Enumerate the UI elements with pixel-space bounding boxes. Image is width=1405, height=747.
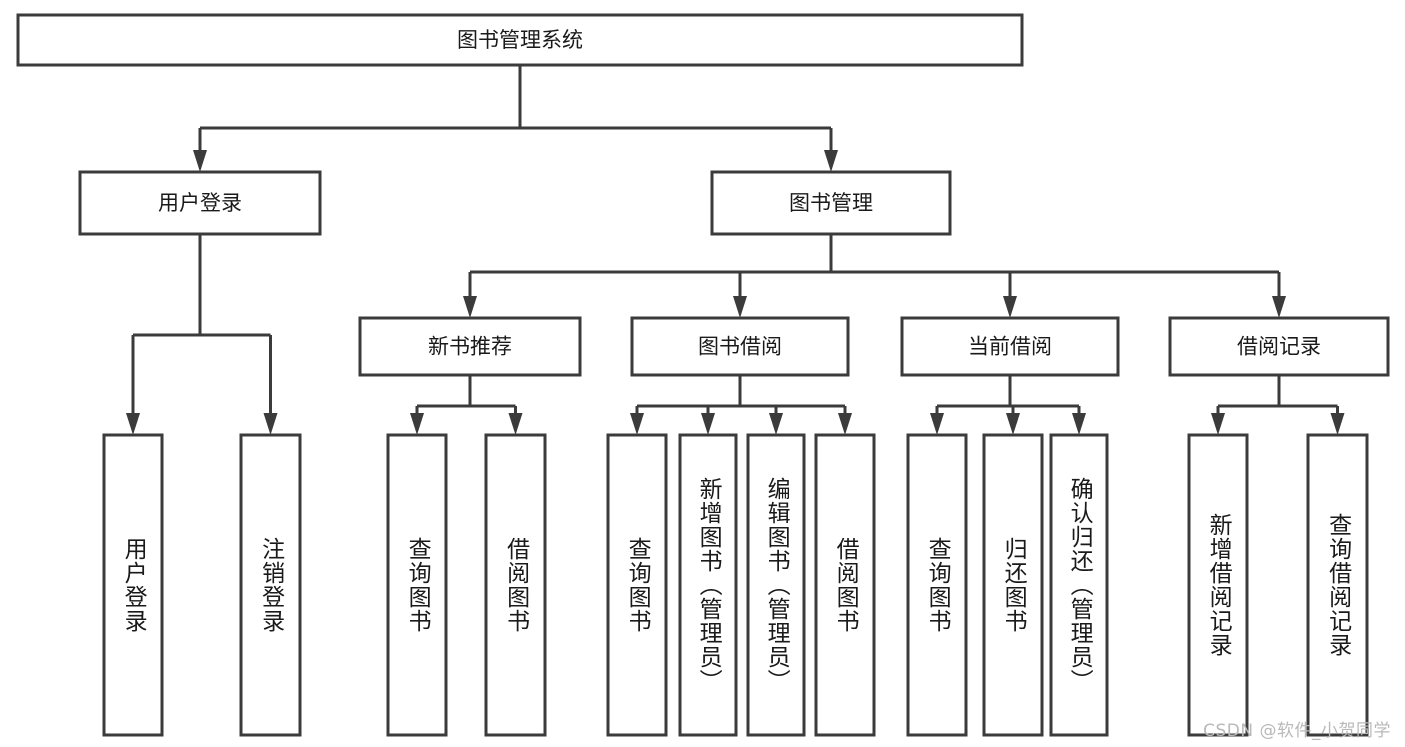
arrow-head-icon (630, 413, 644, 435)
level2-node-rect[interactable] (1168, 316, 1390, 377)
leaf-node-leaf-user-login[interactable] (102, 433, 164, 737)
leaf-node-rect[interactable] (1187, 433, 1249, 737)
arrow-head-icon (930, 413, 944, 435)
leaf-node-rect[interactable] (386, 433, 448, 737)
level2-node-book-borrow[interactable] (630, 316, 850, 377)
arrow-head-icon (126, 413, 140, 435)
arrow-head-icon (410, 413, 424, 435)
watermark: CSDN @软件_小贺同学 (1203, 721, 1391, 741)
arrow-head-icon (1330, 413, 1345, 435)
leaf-node-leaf-add-book[interactable] (678, 433, 738, 737)
leaf-node-rect[interactable] (906, 433, 968, 737)
node-label-book-manage: 图书管理 (789, 191, 873, 215)
leaf-node-leaf-add-record[interactable] (1187, 433, 1249, 737)
connectors-layer (126, 65, 1345, 435)
leaf-node-leaf-logout[interactable] (239, 433, 302, 737)
node-label-undefined: 图书管理系统 (457, 28, 583, 52)
leaf-node-leaf-query-book-3[interactable] (906, 433, 968, 737)
leaf-node-leaf-borrow-book-1[interactable] (484, 433, 547, 737)
arrow-head-icon (463, 296, 477, 318)
node-label-book-borrow: 图书借阅 (698, 335, 782, 359)
arrow-head-icon (838, 413, 852, 435)
arrow-head-icon (263, 413, 278, 435)
node-label-user-login: 用户登录 (158, 191, 242, 215)
leaf-node-rect[interactable] (239, 433, 302, 737)
level2-node-loan-record[interactable] (1168, 316, 1390, 377)
level1-node-user-login[interactable] (78, 170, 322, 236)
leaf-node-rect[interactable] (982, 433, 1044, 737)
leaf-node-rect[interactable] (814, 433, 876, 737)
arrow-head-icon (193, 150, 207, 172)
leaf-node-rect[interactable] (1306, 433, 1369, 737)
leaf-node-rect[interactable] (606, 433, 668, 737)
leaf-node-leaf-query-book-2[interactable] (606, 433, 668, 737)
leaf-node-leaf-borrow-book-2[interactable] (814, 433, 876, 737)
root-node-undefined[interactable] (16, 13, 1024, 67)
arrow-head-icon (733, 296, 747, 318)
leaf-node-rect[interactable] (746, 433, 806, 737)
level2-node-rect[interactable] (630, 316, 850, 377)
node-label-loan-record: 借阅记录 (1237, 335, 1321, 359)
arrow-head-icon (1272, 296, 1286, 318)
arrow-head-icon (1072, 413, 1086, 435)
arrow-head-icon (824, 150, 838, 172)
arrow-head-icon (769, 413, 783, 435)
boxes-layer (16, 13, 1390, 737)
leaf-node-leaf-query-record[interactable] (1306, 433, 1369, 737)
arrow-head-icon (1003, 296, 1017, 318)
leaf-node-leaf-edit-book[interactable] (746, 433, 806, 737)
leaf-node-leaf-query-book-1[interactable] (386, 433, 448, 737)
arrow-head-icon (1211, 413, 1225, 435)
leaf-node-rect[interactable] (102, 433, 164, 737)
arrow-head-icon (508, 413, 523, 435)
node-label-current-loan: 当前借阅 (968, 335, 1052, 359)
level2-node-rect[interactable] (900, 316, 1120, 377)
leaf-node-rect[interactable] (1049, 433, 1109, 737)
arrow-head-icon (701, 413, 715, 435)
leaf-node-rect[interactable] (484, 433, 547, 737)
level1-node-book-manage[interactable] (710, 170, 952, 236)
level1-node-rect[interactable] (710, 170, 952, 236)
leaf-node-leaf-confirm-return[interactable] (1049, 433, 1109, 737)
level2-node-current-loan[interactable] (900, 316, 1120, 377)
node-label-new-book-rec: 新书推荐 (428, 335, 512, 359)
level2-node-new-book-rec[interactable] (358, 316, 582, 377)
leaf-node-rect[interactable] (678, 433, 738, 737)
level1-node-rect[interactable] (78, 170, 322, 236)
leaf-node-leaf-return-book[interactable] (982, 433, 1044, 737)
arrow-head-icon (1006, 413, 1020, 435)
level2-node-rect[interactable] (358, 316, 582, 377)
root-node-rect[interactable] (16, 13, 1024, 67)
